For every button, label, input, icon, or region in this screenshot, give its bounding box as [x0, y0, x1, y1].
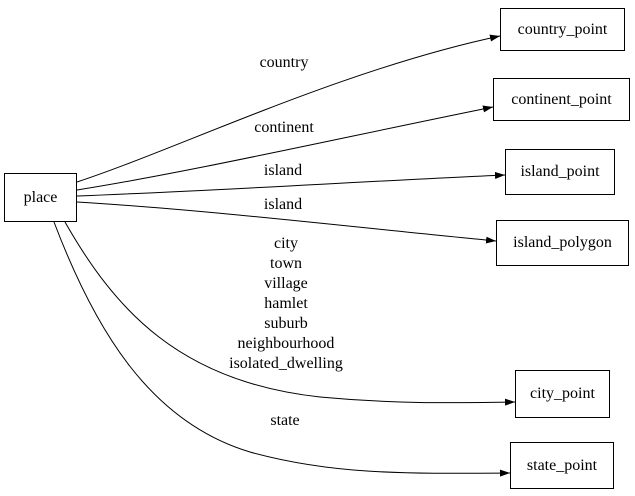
node-city_point: city_point	[515, 370, 610, 418]
edge-place-city_point	[64, 221, 516, 406]
node-country_point: country_point	[500, 8, 625, 51]
edge-place-island_polygon	[76, 201, 497, 244]
node-island_point: island_point	[505, 149, 615, 195]
node-island_polygon: island_polygon	[496, 220, 629, 266]
edge-label-island-polygon: island	[263, 196, 303, 213]
edge-place-continent_point	[76, 105, 494, 191]
edge-label-island-point: island	[263, 162, 303, 179]
edge-label-city-types: city town village hamlet suburb neighbou…	[229, 235, 343, 372]
node-place: place	[4, 173, 77, 222]
edge-place-state_point	[53, 221, 511, 477]
edge-label-country: country	[259, 54, 309, 71]
node-continent_point: continent_point	[493, 78, 630, 121]
node-state_point: state_point	[510, 442, 614, 489]
edge-place-country_point	[76, 34, 501, 183]
edge-label-continent: continent	[254, 119, 314, 136]
edge-label-state: state	[270, 412, 300, 429]
edge-place-island_point	[76, 171, 506, 197]
